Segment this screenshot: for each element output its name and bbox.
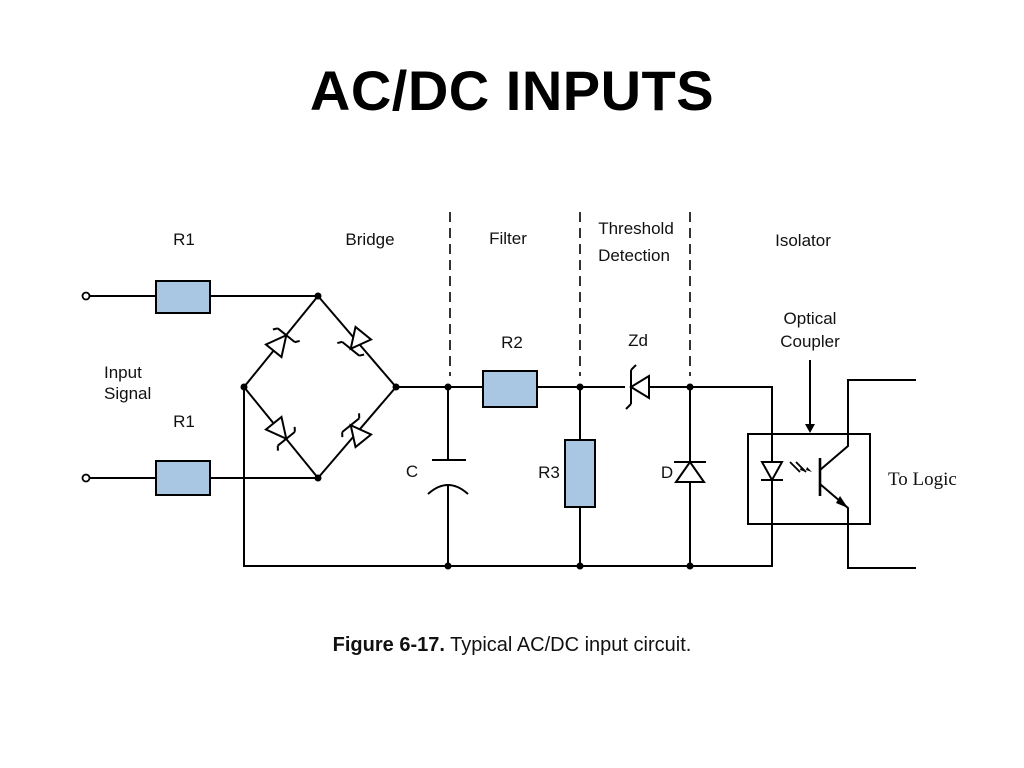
zd-label: Zd: [628, 331, 648, 350]
phototransistor-icon: [818, 379, 916, 569]
r1-bottom-label: R1: [173, 412, 195, 431]
d-label: D: [661, 463, 673, 482]
r3-label: R3: [538, 463, 560, 482]
threshold-section-label-1: Threshold: [598, 219, 674, 238]
input-terminal-top: [81, 291, 91, 301]
optical-coupler-label-1: Optical: [784, 309, 837, 328]
input-terminal-bottom: [81, 473, 91, 483]
input-signal-label-2: Signal: [104, 384, 151, 403]
bridge-section-label: Bridge: [345, 230, 394, 249]
zener-diode-zd: [625, 364, 650, 410]
threshold-section-label-2: Detection: [598, 246, 670, 265]
bridge-rectifier: [242, 294, 398, 480]
isolator-section-label: Isolator: [775, 231, 831, 250]
bridge-diode-3: [264, 415, 296, 451]
bridge-diode-2: [337, 325, 373, 357]
filter-section-label: Filter: [489, 229, 527, 248]
node-return-r3: [576, 562, 584, 570]
figure-number: Figure 6-17.: [332, 634, 445, 656]
led-icon: [760, 434, 812, 524]
resistor-r2: [482, 370, 538, 408]
bridge-diode-1: [264, 327, 300, 359]
resistor-r3: [564, 439, 596, 508]
resistor-r1-top: [155, 280, 211, 314]
resistor-r1-bottom: [155, 460, 211, 496]
optical-coupler-box: [747, 433, 871, 525]
wire-dc-rail: [396, 386, 773, 434]
to-logic-label: To Logic: [888, 469, 957, 490]
optical-coupler-arrowhead: [805, 424, 815, 433]
figure-caption-text: Typical AC/DC input circuit.: [450, 634, 692, 656]
figure-caption: Figure 6-17. Typical AC/DC input circuit…: [0, 634, 1024, 657]
input-signal-label-1: Input: [104, 363, 142, 382]
slide-title: AC/DC INPUTS: [309, 59, 715, 122]
node-bridge-top: [314, 292, 322, 300]
c-label: C: [406, 462, 418, 481]
bridge-diode-4: [341, 413, 373, 449]
diode-d: [674, 460, 706, 483]
optical-coupler-label-2: Coupler: [780, 332, 840, 351]
node-bridge-bottom: [314, 474, 322, 482]
node-return-c: [444, 562, 452, 570]
r2-label: R2: [501, 333, 523, 352]
r1-top-label: R1: [173, 230, 195, 249]
node-return-d: [686, 562, 694, 570]
wire-return-rail: [243, 387, 773, 567]
capacitor-c-plate-top: [432, 387, 466, 461]
